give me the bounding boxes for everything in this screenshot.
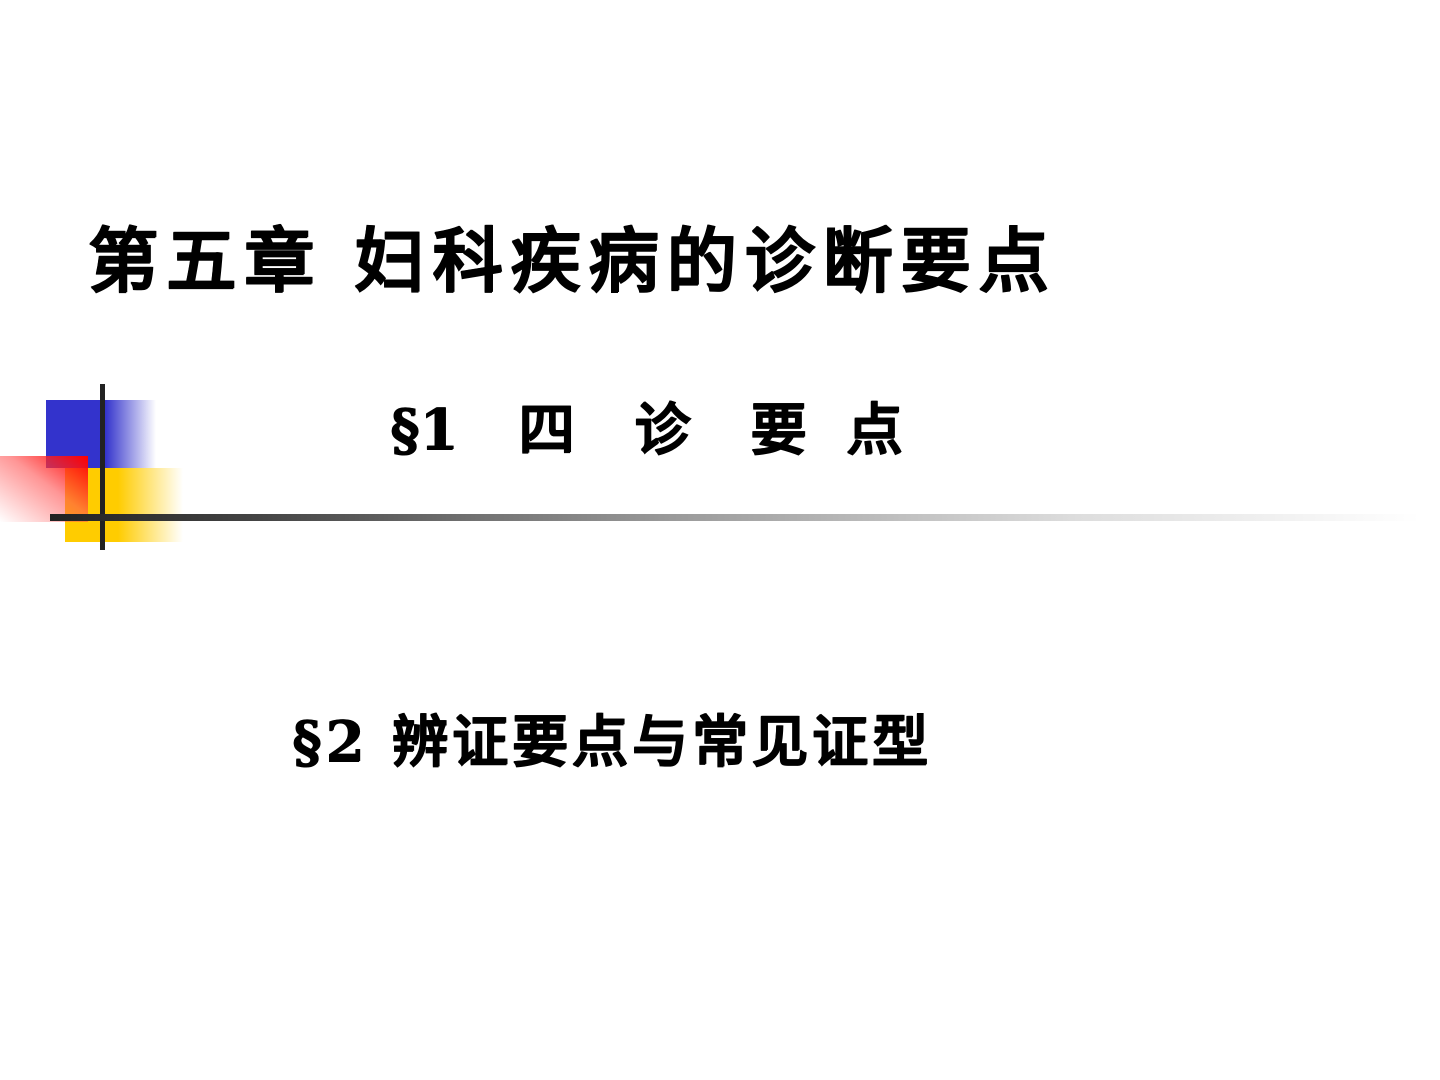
section-1-heading: §1 四诊要点 [390, 385, 902, 466]
section-1-mark: §1 [390, 397, 459, 463]
section-1-char: 诊 [634, 397, 691, 463]
decor-vertical-line [100, 384, 105, 550]
section-2-heading: §2 辨证要点与常见证型 [292, 709, 932, 775]
section-1-char: 点 [846, 397, 903, 463]
decor-red-square [0, 456, 88, 522]
decor-horizontal-line [50, 514, 1420, 521]
section-1-char: 四 [518, 397, 575, 463]
section-1-char: 要 [750, 397, 807, 463]
slide-title: 第五章 妇科疾病的诊断要点 [88, 219, 1057, 302]
